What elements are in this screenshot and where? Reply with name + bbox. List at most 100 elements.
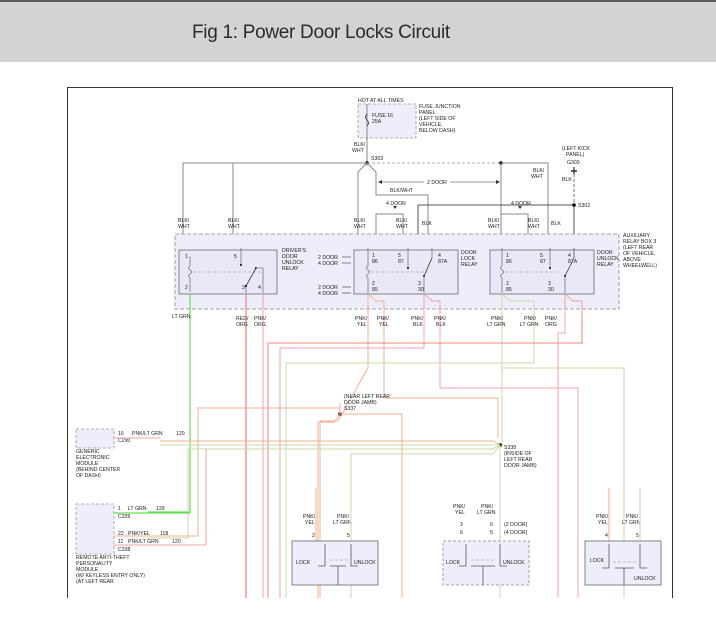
wire-label: BLK [551,221,561,227]
wire-pnk-org [267,313,583,598]
wire-pnk-ltgrn-gem [160,440,501,446]
label-bg [424,178,450,186]
panel-label-line: VEHICLE, [419,122,443,128]
wire-label: WHT [396,224,409,230]
wire-blk-wht-lock-5 [366,162,429,238]
wire-label: BLK [422,221,432,227]
module-label: OF DASH) [76,473,101,479]
wire-label: BLK/ [488,218,500,224]
wire-label: BLK/ [528,218,540,224]
pin-label: 1 [185,254,188,260]
ground-location-label: (LEFT KICK [562,146,590,152]
pin-label: 30 [418,287,424,293]
switch-lock-contact [602,544,610,569]
splice-s302 [572,203,576,207]
wire-label: LT GRN [477,510,496,516]
door-arrow-label: 4 DOOR [318,291,338,297]
splice-label: LEFT REAR [504,457,533,463]
module-label: REMOTE ANTI-THEFT [76,555,130,561]
pin-label: 2 [185,285,188,291]
wire-pnk-ltgrn-rap [148,444,501,539]
arrow-left-icon [378,180,382,184]
switch-unlock-contact [350,544,358,567]
pin-label: 5 [398,253,401,259]
lock-label: LOCK [296,560,311,566]
splice-label: S302 [578,203,590,209]
pin-label: 3 [460,522,463,528]
contact-point [245,285,247,287]
output-wire-labels: LT GRN RED/ ORG PNK/ ORG PNK/ YEL PNK/ Y… [172,314,558,328]
door-lock-switch-3: PNK/ YEL PNK/ LT GRN 4 5 LOCK UNLOCK [584,488,662,586]
pin-label: 2 [372,281,375,287]
relay-box-label: AUXILIARY [623,233,651,239]
switch-body [442,540,530,586]
pin-label: 22 [118,531,124,537]
relay-coil-icon [500,248,504,293]
pin-label: 6 [490,522,493,528]
splice-label: (NEAR LEFT REAR [344,394,390,400]
door-lock-switch-2: PNK/ YEL PNK/ LT GRN 3 6 6 5 (2 DOOR) (4… [442,504,530,586]
wire-pnk-org [557,294,566,598]
relay-box-label: OF VEHICLE, [623,251,655,257]
splice-s337: (NEAR LEFT REAR DOOR JAMB) S337 [197,394,403,598]
pin-label: 87A [438,259,448,265]
relay-box-label: WHEELWELL) [623,263,657,269]
contact-point [407,267,409,269]
switch-unlock-contact [639,544,647,569]
pin-label: 3 [242,285,245,291]
relay-box-label: ABOVE [623,257,641,263]
relay-name: RELAY [461,262,478,268]
splice-label: S303 [371,156,383,162]
relay-name: RELAY [282,266,299,272]
wire-label: LT GRN [333,520,352,526]
wire-pnk-yel [340,413,403,598]
fuse-icon [365,113,369,127]
door-arrow-label: 2 DOOR [318,255,338,261]
pin-label: 4 [258,285,261,291]
wire-label: PNK/ [434,316,447,322]
module-label: (AT LEFT REAR [76,579,114,585]
door-arrow-label: 4 DOOR [318,261,338,267]
contact-4 [256,267,264,293]
wire-label: WHT [528,224,541,230]
wire-label: WHT [488,224,501,230]
wire-label: YEL [379,322,389,328]
module-label: MODULE [76,461,99,467]
wire-label: PNK/LT GRN [132,431,163,437]
wire-label: BLK/ [178,218,190,224]
module-label: PERSONALITY [76,561,113,567]
wire-label: WHT [352,148,365,154]
relay-switch-icon [245,267,257,287]
pin-label: 87 [540,259,546,265]
lock-label: LOCK [446,560,461,566]
wire-pnk-blk [423,293,441,313]
unlock-label: UNLOCK [354,560,376,566]
circuit-number: 120 [172,539,181,545]
relay-name: DRIVER'S [282,248,307,254]
wire-label: PNK/ [626,514,639,520]
relay-coil-icon [366,248,370,293]
two-door-label: 2 DOOR [427,180,447,186]
relay-switch-icon [564,257,575,277]
circuit-svg: HOT AT ALL TIMES FUSE 16 25A FUSE JUNCTI… [75,98,662,598]
module-label: (BEHIND CENTER [76,467,120,473]
wire-label: PNK/ [411,316,424,322]
wire-label: BLK/ [228,218,240,224]
wire-label: BLK/ [396,218,408,224]
pin-label: 4 [438,253,441,259]
splice-label: S337 [344,406,356,412]
connector-label: C338 [118,547,131,553]
relay-name: LOCK [461,256,476,262]
panel-label-line: FUSE JUNCTION [419,104,461,110]
wire-label: PNK/ [355,316,368,322]
wire-label: YEL [305,520,315,526]
pin-label: 85 [372,287,378,293]
wiring-diagram: HOT AT ALL TIMES FUSE 16 25A FUSE JUNCTI… [67,87,673,598]
ground-location-label: PANEL) [566,152,585,158]
four-door-options: 4 DOOR 4 DOOR [375,201,531,246]
wire-label: YEL [357,322,367,328]
splice-s338: S338 (INSIDE OF LEFT REAR DOOR JAMB) [148,367,625,598]
figure-header: Fig 1: Power Door Locks Circuit [0,2,716,62]
wire-label: WHT [531,174,544,180]
module-label: MODULE [76,567,99,573]
